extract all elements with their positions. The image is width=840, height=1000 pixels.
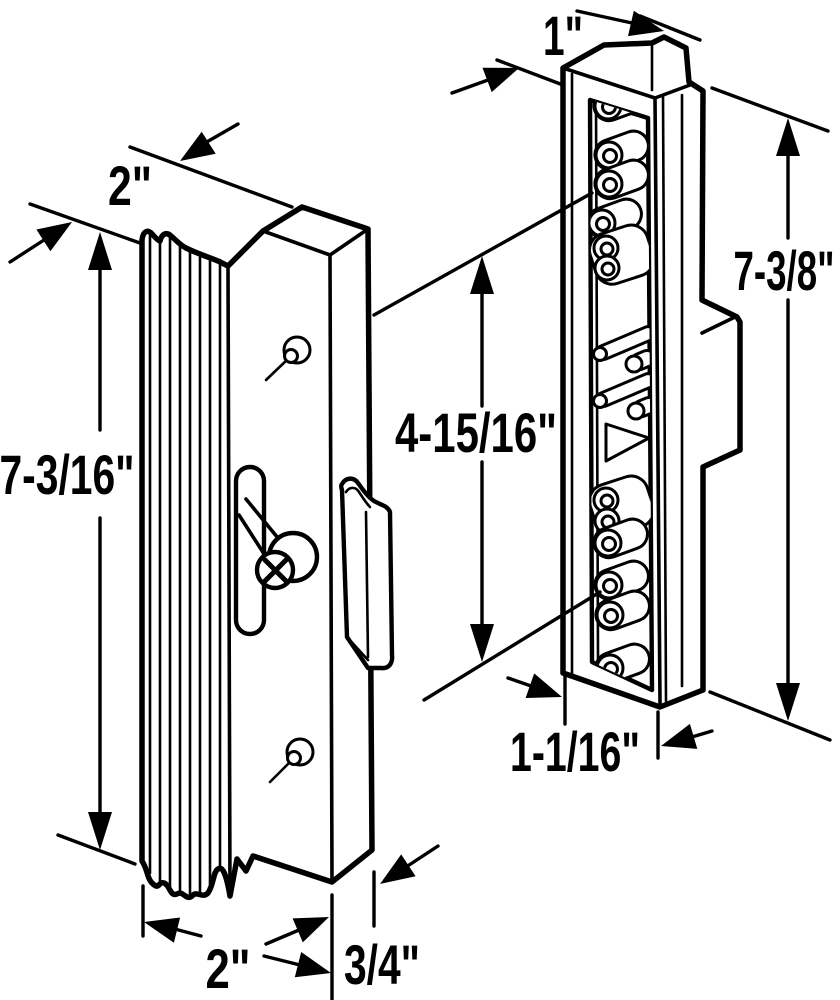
keeper-flange-underside <box>653 83 692 100</box>
keeper-mid-edge <box>661 93 668 703</box>
keeper-step-flap <box>700 299 737 335</box>
dim-keeper-width-top: 1" <box>450 4 702 95</box>
dim-handle-height: 7-3/16" <box>0 232 137 866</box>
keeper-assembly <box>560 34 743 710</box>
arrowhead <box>144 917 181 943</box>
extension-line <box>638 14 702 42</box>
extension-line <box>372 191 594 317</box>
dim-label-keeper-height: 7-3/8" <box>734 239 835 302</box>
arrowhead <box>628 10 664 37</box>
dim-label-handle-width-top: 2" <box>108 154 152 217</box>
dim-handle-width-bottom: 2" <box>141 884 334 1000</box>
dimension-callouts: 2" 7-3/16" 2" 3/4" <box>0 4 835 1000</box>
extension-line <box>128 145 294 209</box>
latch-hook <box>339 476 395 671</box>
arrowhead <box>470 624 494 662</box>
keeper-front-right-edge <box>653 96 662 705</box>
arrowhead <box>88 812 112 850</box>
plate-top-front-edge <box>261 229 332 257</box>
arrowhead <box>88 232 112 270</box>
latch-pins-bottom <box>590 474 652 685</box>
arrowhead <box>525 673 562 698</box>
handle-assembly <box>139 204 395 900</box>
grip-flutes <box>148 231 222 898</box>
arrowhead <box>776 118 800 156</box>
spring-flap <box>604 422 651 463</box>
dim-label-keeper-latch-span: 4-15/16" <box>395 401 557 464</box>
arrowhead <box>292 917 329 943</box>
dim-handle-width-top: 2" <box>8 122 294 264</box>
dim-label-handle-height: 7-3/16" <box>0 443 135 506</box>
phillips-screw-icon <box>262 557 289 584</box>
extension-line <box>28 202 142 245</box>
arrowhead <box>380 854 416 884</box>
dim-keeper-latch-span: 4-15/16" <box>372 191 602 702</box>
dim-label-handle-width-bottom: 2" <box>206 937 251 1000</box>
mounting-screw-bottom-icon <box>268 737 315 784</box>
dim-keeper-height: 7-3/8" <box>708 86 835 742</box>
dim-handle-depth: 3/4" <box>264 844 440 996</box>
extension-line <box>56 833 137 866</box>
extension-line <box>708 690 832 742</box>
extension-line <box>422 590 602 702</box>
dim-keeper-width-bottom: 1-1/16" <box>506 672 714 783</box>
arrowhead <box>180 131 216 161</box>
plate-top-right-edge <box>328 227 370 257</box>
arrowhead <box>482 67 519 93</box>
latch-lever <box>237 497 320 591</box>
latch-slot <box>233 464 267 637</box>
dim-label-keeper-width-bottom: 1-1/16" <box>510 720 640 783</box>
keeper-channel-contents <box>590 100 652 685</box>
arrowhead <box>776 683 800 721</box>
plate-front-right-edge <box>328 253 334 884</box>
extension-line <box>495 58 565 87</box>
arrowhead <box>470 256 494 294</box>
arrowhead <box>661 723 698 749</box>
extension-line <box>710 86 830 133</box>
dim-label-handle-depth: 3/4" <box>344 933 420 996</box>
arrowhead <box>36 222 72 252</box>
mounting-screw-top-icon <box>264 335 312 382</box>
grip-plate-junction <box>226 264 232 898</box>
arrowhead <box>294 952 331 978</box>
keeper-front-top-edge <box>561 66 657 100</box>
dim-label-keeper-width-top: 1" <box>543 4 583 67</box>
